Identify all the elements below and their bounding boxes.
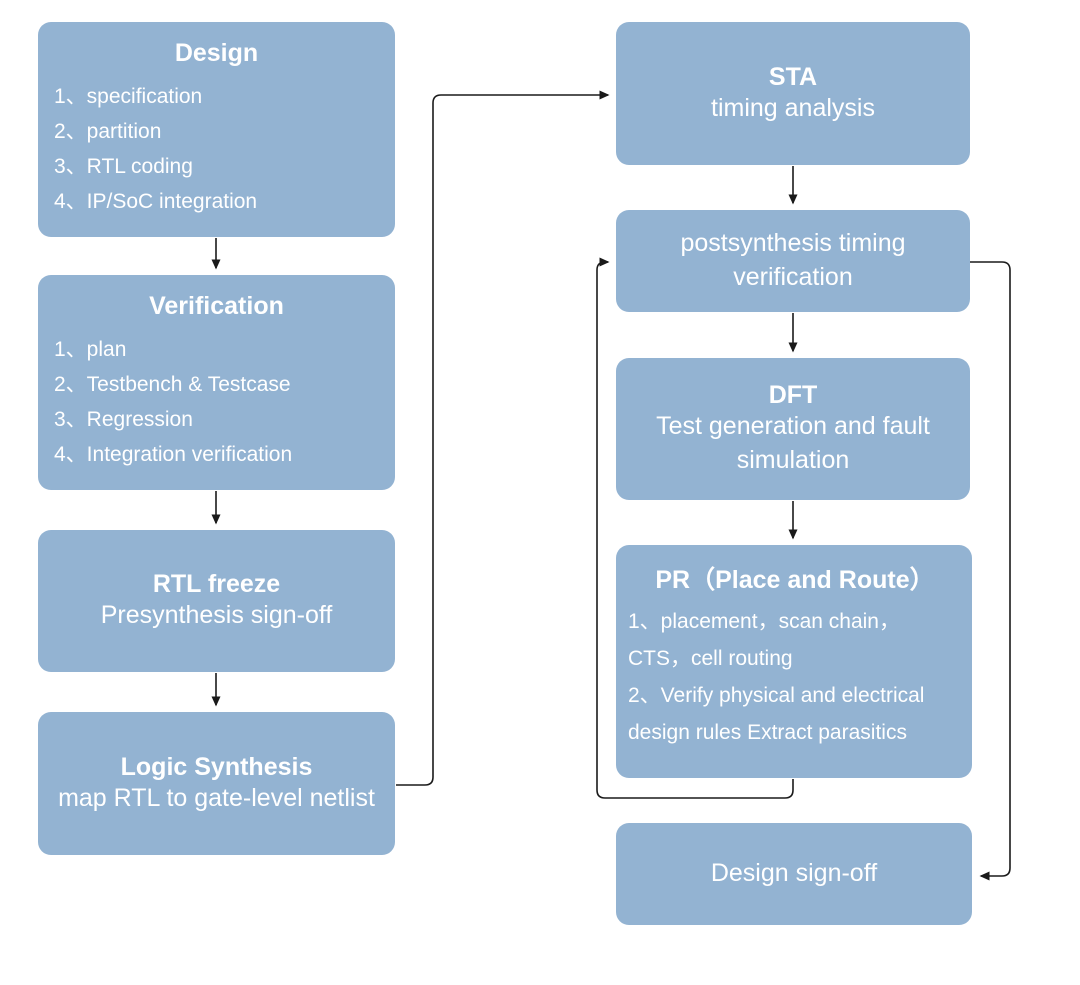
node-dft: DFT Test generation and fault simulation	[616, 358, 970, 500]
node-postsynthesis-line2: verification	[733, 263, 853, 291]
list-item: 4、Integration verification	[54, 443, 293, 466]
edge-logicsynthesis-sta	[396, 90, 610, 786]
node-logic-synthesis-subtitle: map RTL to gate-level netlist	[58, 783, 375, 812]
list-item: 3、Regression	[54, 408, 193, 431]
node-sta-title: STA	[768, 62, 818, 91]
node-postsynthesis: postsynthesis timing verification	[616, 210, 970, 312]
node-design-list: 1、specification 2、partition 3、RTL coding…	[48, 79, 385, 219]
node-dft-title: DFT	[768, 381, 818, 410]
node-postsynthesis-line1: postsynthesis timing	[680, 229, 906, 258]
node-logic-synthesis: Logic Synthesis map RTL to gate-level ne…	[38, 712, 395, 855]
node-sta-subtitle: timing analysis	[711, 93, 875, 122]
node-sta: STA timing analysis	[616, 22, 970, 165]
node-design-signoff-title: Design sign-off	[710, 859, 878, 888]
node-rtl-freeze: RTL freeze Presynthesis sign-off	[38, 530, 395, 672]
node-dft-subtitle: Test generation and fault simulation	[656, 412, 930, 474]
list-item: 1、specification	[54, 85, 203, 108]
node-logic-synthesis-title: Logic Synthesis	[120, 752, 313, 781]
list-item: 2、partition	[54, 120, 162, 143]
node-rtl-freeze-subtitle: Presynthesis sign-off	[100, 601, 333, 630]
list-item: 2、Verify physical and electrical	[628, 684, 925, 707]
list-item: design rules Extract parasitics	[628, 721, 907, 744]
list-item: 3、RTL coding	[54, 155, 193, 178]
node-design-title: Design	[174, 39, 259, 67]
node-verification: Verification 1、plan 2、Testbench & Testca…	[38, 275, 395, 490]
node-rtl-freeze-title: RTL freeze	[152, 570, 281, 599]
node-design-signoff: Design sign-off	[616, 823, 972, 925]
edge-postsynthesis-designsignoff	[969, 261, 1011, 881]
node-pr: PR（Place and Route） 1、placement，scan cha…	[616, 545, 972, 778]
node-design: Design 1、specification 2、partition 3、RTL…	[38, 22, 395, 237]
list-item: 2、Testbench & Testcase	[54, 373, 291, 396]
list-item: 1、plan	[54, 338, 127, 361]
list-item: 4、IP/SoC integration	[54, 190, 258, 213]
node-verification-list: 1、plan 2、Testbench & Testcase 3、Regressi…	[48, 332, 385, 472]
node-verification-title: Verification	[149, 292, 284, 320]
list-item: CTS，cell routing	[628, 647, 793, 670]
list-item: 1、placement，scan chain，	[628, 610, 900, 633]
node-pr-list: 1、placement，scan chain， CTS，cell routing…	[626, 603, 964, 751]
node-pr-title: PR（Place and Route）	[655, 566, 935, 594]
